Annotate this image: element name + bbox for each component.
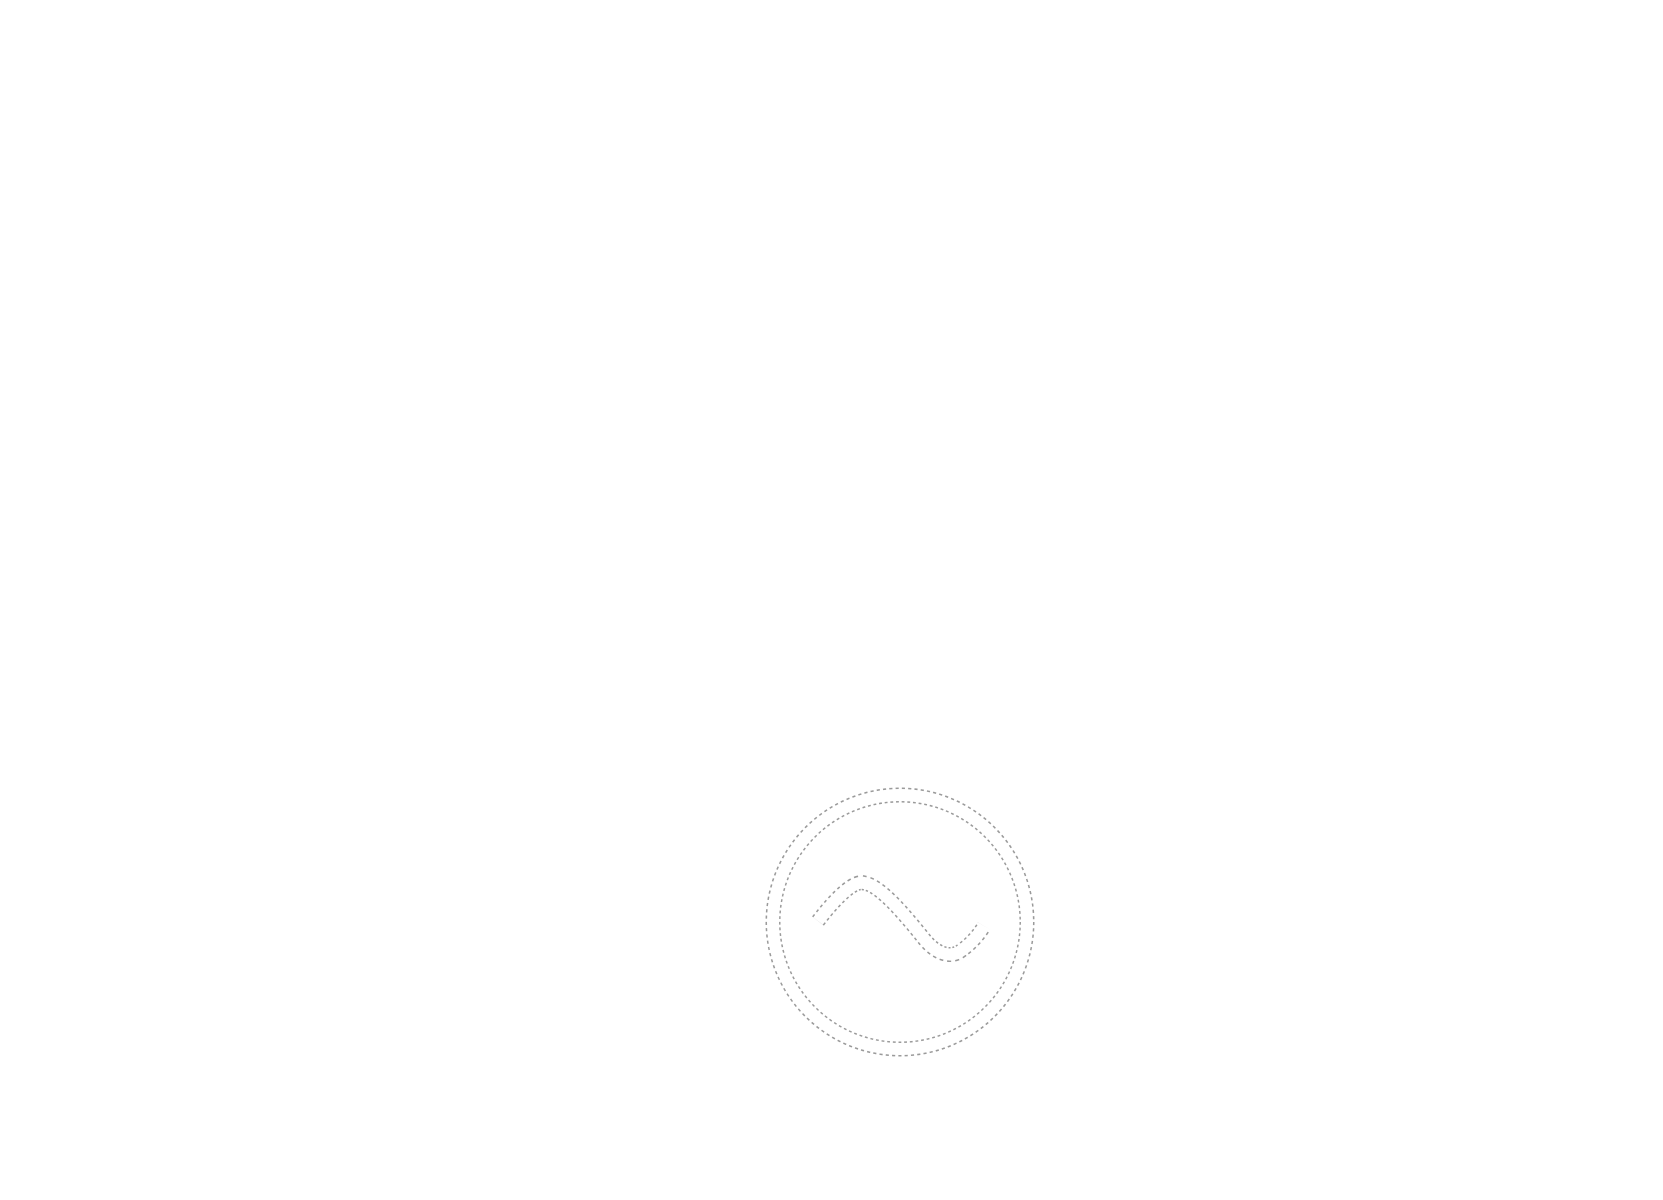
sine-wave-icon — [812, 875, 991, 962]
ac-source-circle-icon — [765, 787, 1035, 1057]
